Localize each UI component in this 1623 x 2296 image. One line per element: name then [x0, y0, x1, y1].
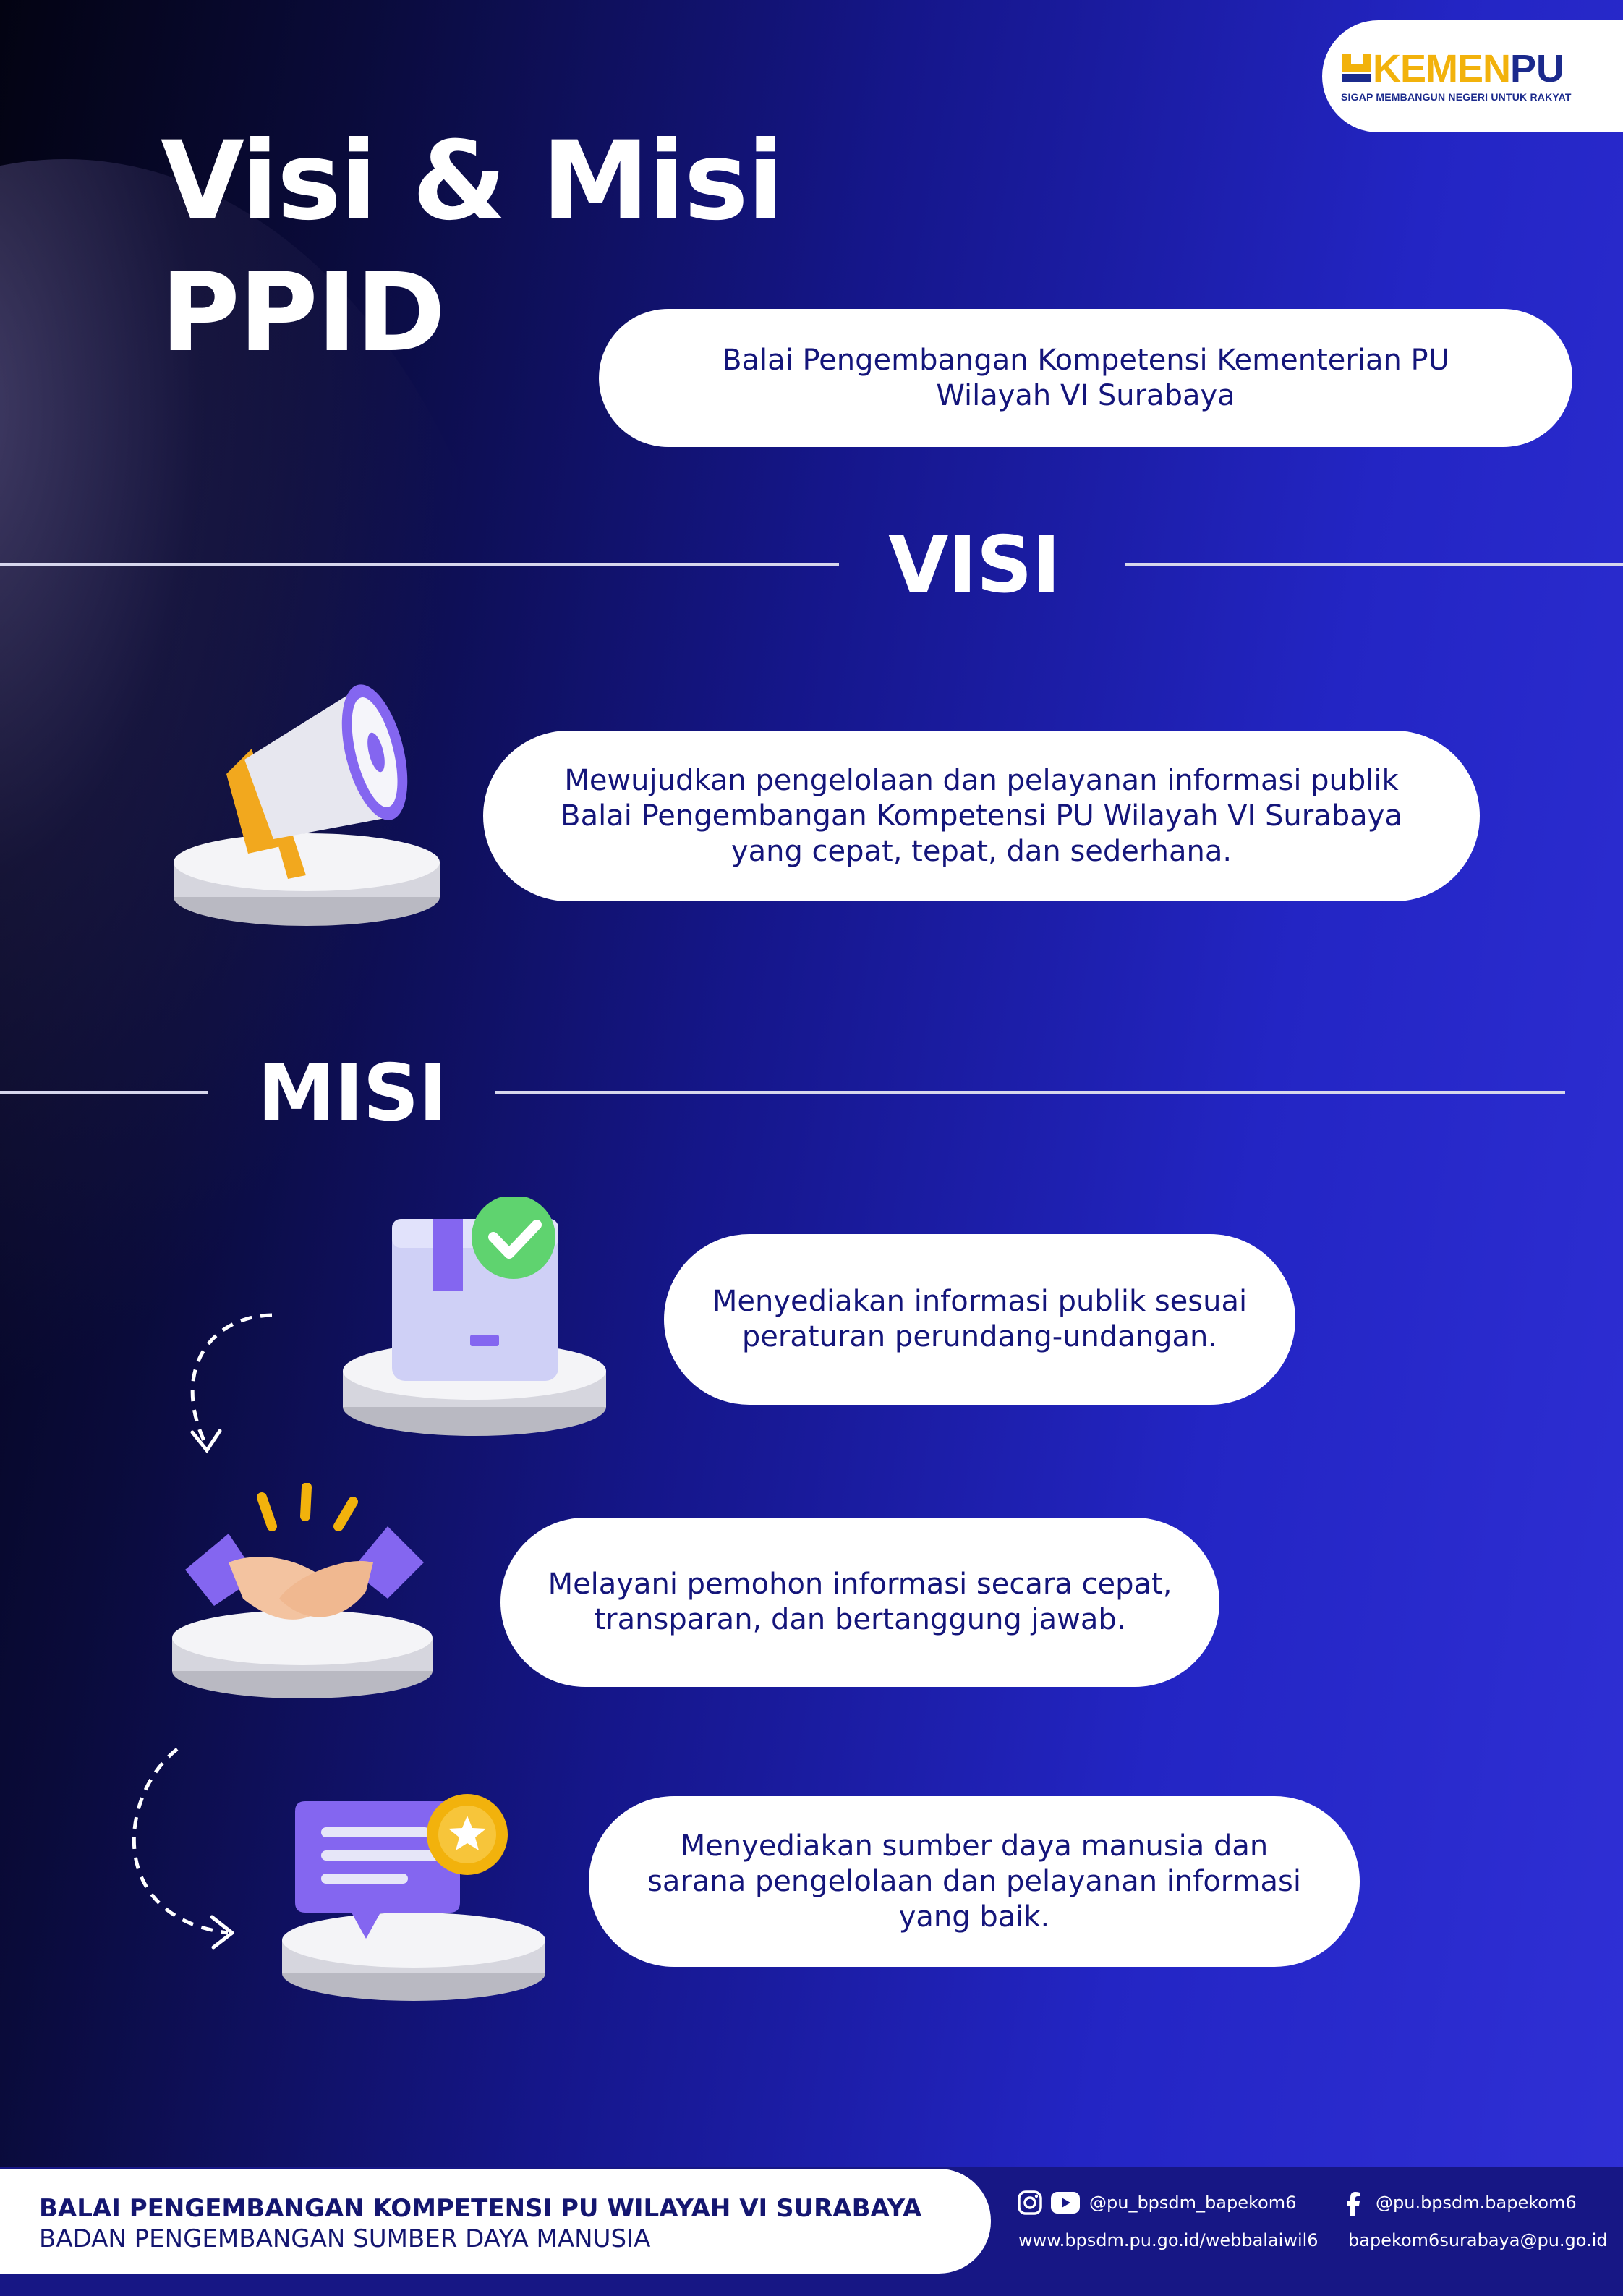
logo-tagline: SIGAP MEMBANGUN NEGERI UNTUK RAKYAT [1341, 91, 1572, 103]
visi-divider-left [0, 563, 839, 566]
chat-star-icon [282, 1794, 545, 2001]
visi-statement-pill: Mewujudkan pengelolaan dan pelayanan inf… [483, 731, 1480, 901]
visi-line-1: Mewujudkan pengelolaan dan pelayanan inf… [564, 763, 1399, 797]
visi-line-3: yang cepat, tepat, dan sederhana. [730, 834, 1232, 868]
misi-heading: MISI [257, 1048, 448, 1139]
misi-item-1-pill: Menyediakan informasi publik sesuai pera… [664, 1234, 1295, 1405]
megaphone-icon [174, 684, 440, 926]
misi-3-line-1: Menyediakan sumber daya manusia dan [680, 1829, 1269, 1863]
logo-wordmark-kemen: KEMEN [1373, 47, 1511, 90]
instagram-youtube-handle[interactable]: @pu_bpsdm_bapekom6 [1089, 2193, 1297, 2213]
title-line-1: Visi & Misi [161, 119, 784, 245]
misi-2-line-1: Melayani pemohon informasi secara cepat, [548, 1568, 1172, 1601]
institution-line-1: Balai Pengembangan Kompetensi Kementeria… [722, 343, 1449, 377]
misi-1-line-2: peraturan perundang-undangan. [741, 1320, 1218, 1353]
misi-1-line-1: Menyediakan informasi publik sesuai [712, 1285, 1248, 1318]
footer-agency-name: BADAN PENGEMBANGAN SUMBER DAYA MANUSIA [39, 2224, 651, 2253]
verified-package-icon [343, 1197, 606, 1436]
misi-divider-right [495, 1091, 1565, 1094]
visi-heading: VISI [888, 520, 1061, 611]
kemenpu-emblem-icon [1342, 54, 1371, 82]
logo-wordmark-pu: PU [1510, 47, 1565, 90]
dashed-arrow-2 [132, 1748, 234, 1950]
footer-org-name: BALAI PENGEMBANGAN KOMPETENSI PU WILAYAH… [39, 2194, 922, 2223]
facebook-handle[interactable]: @pu.bpsdm.bapekom6 [1376, 2193, 1577, 2213]
handshake-icon [172, 1483, 433, 1698]
misi-3-line-3: yang baik. [898, 1900, 1050, 1934]
misi-3-line-2: sarana pengelolaan dan pelayanan informa… [647, 1864, 1301, 1898]
misi-divider-left [0, 1091, 208, 1094]
dashed-arrow-1 [190, 1313, 273, 1454]
website-link[interactable]: www.bpsdm.pu.go.id/webbalaiwil6 [1018, 2230, 1319, 2250]
facebook-icon[interactable] [1345, 2192, 1361, 2216]
footer-org-block: BALAI PENGEMBANGAN KOMPETENSI PU WILAYAH… [0, 2169, 991, 2274]
instagram-icon[interactable] [1017, 2190, 1043, 2216]
visi-line-2: Balai Pengembangan Kompetensi PU Wilayah… [561, 799, 1402, 833]
title-line-2: PPID [161, 250, 446, 376]
email-link[interactable]: bapekom6surabaya@pu.go.id [1348, 2230, 1608, 2250]
institution-pill: Balai Pengembangan Kompetensi Kementeria… [599, 309, 1572, 447]
visi-divider-right [1125, 563, 1623, 566]
misi-item-2-pill: Melayani pemohon informasi secara cepat,… [500, 1518, 1219, 1687]
youtube-icon[interactable] [1050, 2191, 1081, 2214]
page-title: Visi & Misi PPID [161, 116, 784, 379]
institution-line-2: Wilayah VI Surabaya [936, 378, 1235, 412]
misi-item-3-pill: Menyediakan sumber daya manusia dan sara… [589, 1796, 1360, 1967]
misi-2-line-2: transparan, dan bertanggung jawab. [594, 1603, 1126, 1636]
